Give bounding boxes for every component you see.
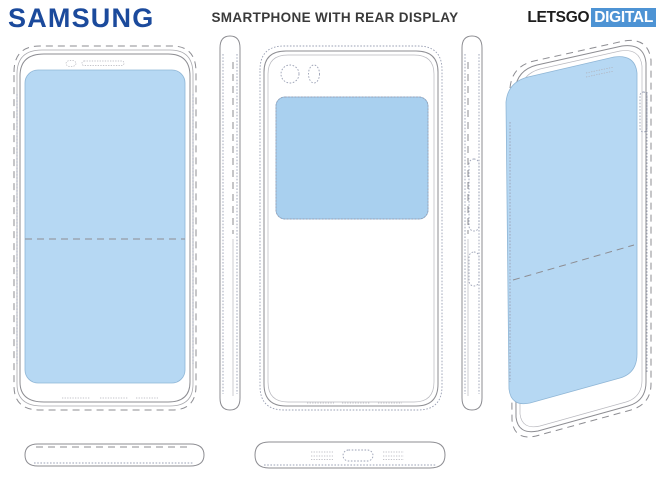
figure-front-view bbox=[0, 34, 210, 434]
figure-rear-view bbox=[252, 34, 452, 434]
rear-camera-lens-icon bbox=[280, 64, 300, 84]
figure-perspective-view bbox=[488, 32, 660, 477]
volume-rocker-button[interactable] bbox=[468, 158, 480, 232]
top-edge-body-outline bbox=[24, 443, 205, 467]
rear-flash-sensor-icon bbox=[308, 64, 320, 84]
figure-bottom-edge-view bbox=[252, 438, 452, 476]
rear-body-outline bbox=[259, 45, 443, 411]
perspective-earpiece-speaker-icon bbox=[585, 66, 615, 78]
figure-top-edge-view bbox=[24, 440, 214, 476]
right-side-body-outline bbox=[461, 35, 483, 411]
front-body-outline bbox=[13, 45, 197, 411]
perspective-screen-fold-line bbox=[512, 244, 635, 281]
perspective-body-outline bbox=[509, 39, 652, 438]
perspective-front-display bbox=[505, 56, 638, 405]
perspective-side-button[interactable] bbox=[639, 91, 648, 133]
rear-display bbox=[275, 96, 429, 220]
speaker-grille-right bbox=[383, 451, 404, 460]
speaker-grille-left bbox=[311, 451, 333, 460]
front-camera-icon bbox=[65, 59, 77, 68]
usb-c-port bbox=[342, 449, 374, 462]
letsgodigital-logo-prefix: LETSGO bbox=[527, 9, 590, 26]
figure-right-side-view bbox=[450, 34, 498, 434]
front-display bbox=[24, 69, 186, 384]
letsgodigital-logo-suffix: DIGITAL bbox=[591, 8, 656, 27]
earpiece-speaker-icon bbox=[81, 60, 125, 66]
samsung-logo: SAMSUNG bbox=[8, 3, 155, 33]
letsgodigital-logo: LETSGO DIGITAL bbox=[527, 8, 656, 27]
power-button[interactable] bbox=[468, 251, 480, 287]
bottom-edge-body-outline bbox=[254, 441, 446, 469]
page-title: SMARTPHONE WITH REAR DISPLAY bbox=[211, 10, 459, 25]
left-side-body-outline bbox=[219, 35, 241, 411]
figure-left-side-view bbox=[208, 34, 256, 434]
